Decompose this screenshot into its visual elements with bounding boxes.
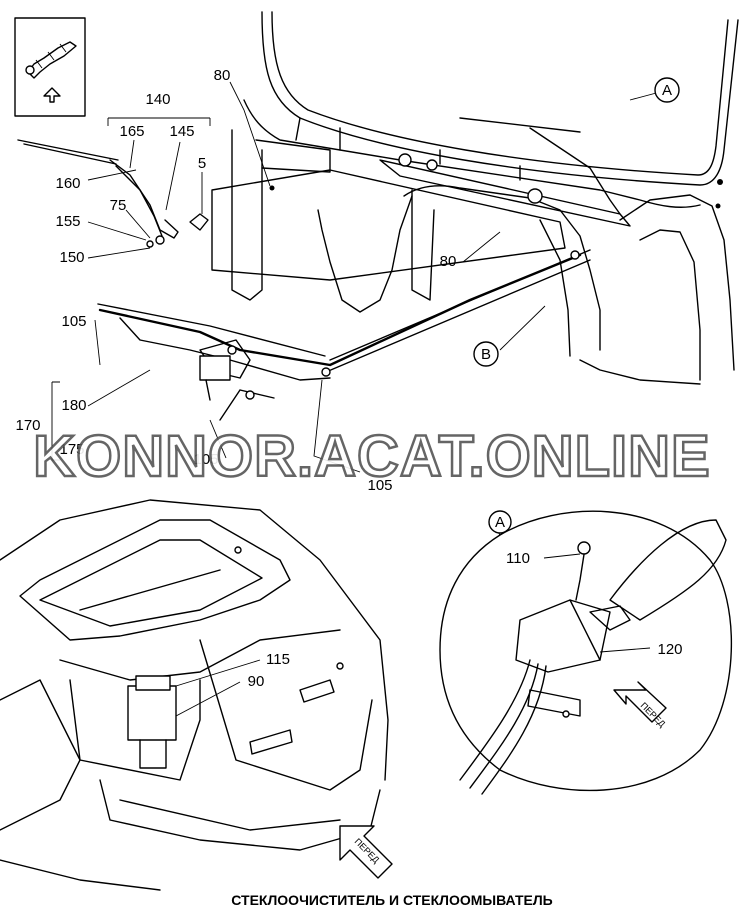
callout-115: 115 [266,651,290,668]
detail-b-label: B [481,346,491,363]
cowl-panel [211,169,566,281]
callout-75: 75 [110,197,127,214]
callout-155: 155 [55,213,80,230]
callout-80-mid: 80 [440,253,457,270]
callout-105-bottom: 105 [367,477,392,494]
callout-170: 170 [15,417,40,434]
callout-110: 110 [506,550,530,567]
callout-165: 165 [119,123,144,140]
callout-150: 150 [59,249,84,266]
callout-175: 175 [59,441,84,458]
vehicle-view-icon [14,17,86,117]
forward-arrow-icon: ПЕРЕД [339,825,393,879]
hood-washer-area [0,499,389,891]
watermark-text: KONNOR.ACAT.ONLINE [33,424,710,489]
callout-80-top: 80 [214,67,231,84]
leader-lines [51,81,661,717]
wiper-arm-blade [17,139,209,248]
wiper-linkage [97,249,591,421]
callout-105-left: 105 [61,313,86,330]
forward-arrow-icon: ПЕРЕД [613,681,667,729]
detail-a-marker-bottom [488,510,512,534]
detail-a-view [439,510,733,795]
callout-140: 140 [145,91,170,108]
detail-a-label-bottom: A [495,514,505,531]
callout-160: 160 [55,175,80,192]
callout-90: 90 [248,673,265,690]
cab-windshield-frame [231,11,739,385]
detail-b-marker [473,341,499,367]
callout-5: 5 [198,155,206,172]
detail-a-label-top: A [662,82,672,99]
callout-120: 120 [657,641,682,658]
figure-caption: СТЕКЛООЧИСТИТЕЛЬ И СТЕКЛООМЫВАТЕЛЬ [231,892,552,908]
callout-180: 180 [61,397,86,414]
detail-a-marker-top [654,77,680,103]
callout-105-mid: 105 [193,451,218,468]
callout-145: 145 [169,123,194,140]
